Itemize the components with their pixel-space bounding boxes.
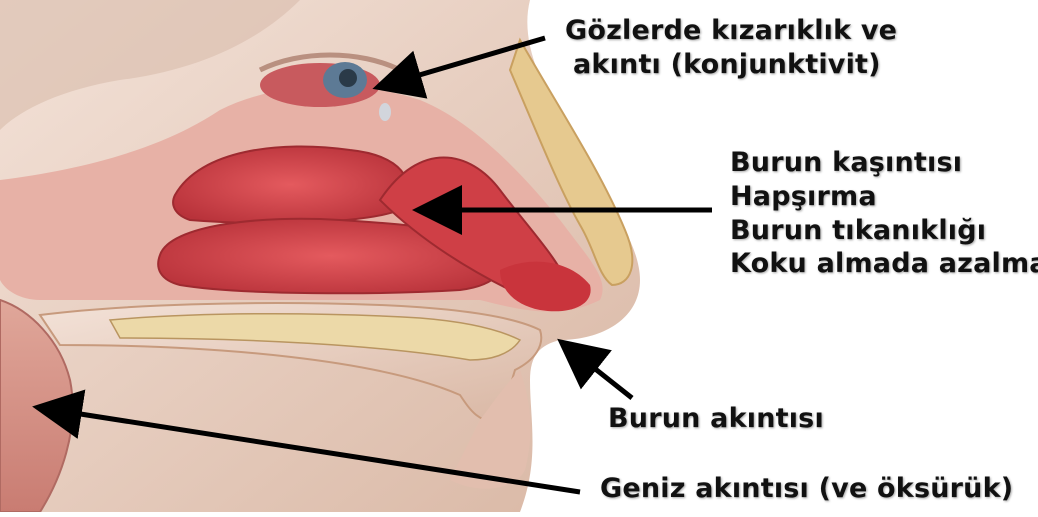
label-nasal-symptoms: Burun kaşıntısı Hapşırma Burun tıkanıklı… [730,146,1038,281]
label-conjunctivitis-line2: akıntı (konjunktivit) [565,48,897,82]
label-nasal-itch: Burun kaşıntısı [730,146,1038,180]
label-conjunctivitis-line1: Gözlerde kızarıklık ve [565,14,897,48]
label-nasal-congestion: Burun tıkanıklığı [730,214,1038,248]
label-nasal-discharge: Burun akıntısı [608,402,824,436]
arrow-nasal-discharge [565,345,632,398]
label-sneezing: Hapşırma [730,180,1038,214]
label-conjunctivitis: Gözlerde kızarıklık ve akıntı (konjunkti… [565,14,897,82]
label-reduced-smell: Koku almada azalma [730,247,1038,281]
label-postnasal-drip: Geniz akıntısı (ve öksürük) [600,472,1013,506]
